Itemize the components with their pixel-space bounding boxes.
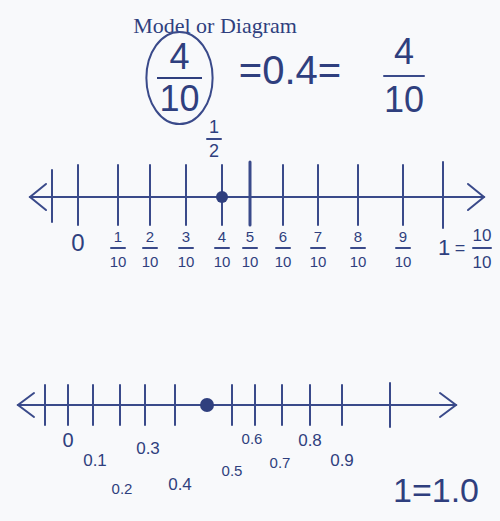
tick-label: 8	[354, 229, 362, 244]
tick-label: 0	[71, 231, 84, 255]
tick-label: 1=1.0	[393, 473, 479, 507]
tick-label: 10	[110, 254, 127, 269]
fraction-bar	[111, 247, 491, 249]
tick-label: 0.9	[330, 452, 354, 469]
arrow-head	[468, 184, 484, 210]
number-line	[30, 196, 484, 198]
tick-label: 0.4	[168, 476, 192, 493]
tick-label: 1	[114, 229, 122, 244]
tick-label: 3	[182, 229, 190, 244]
tick-label: 0.1	[83, 452, 107, 469]
fraction-bar	[384, 75, 424, 77]
fraction-term: 4	[169, 39, 189, 75]
tick-label: 0	[62, 430, 73, 450]
equation-term: 4	[394, 34, 414, 70]
tick-label: 10	[242, 254, 259, 269]
tick-label: 10	[350, 254, 367, 269]
tick-label: 10	[473, 254, 492, 271]
tick-label: 10	[275, 254, 292, 269]
tick-label: 10	[310, 254, 327, 269]
equation-term: 2	[209, 142, 219, 160]
fraction-bar	[207, 138, 221, 140]
tick-label: 0.8	[298, 432, 322, 449]
tick-label: 5	[246, 229, 254, 244]
fraction-bar	[157, 77, 201, 79]
tick-label: 10	[395, 254, 412, 269]
equation-term: 1	[209, 118, 219, 136]
equation-term: 10	[384, 82, 424, 118]
tick-label: 10	[214, 254, 231, 269]
tick-label: 0.3	[136, 440, 160, 457]
tick-marks	[52, 162, 443, 228]
point-dot	[200, 398, 214, 412]
tick-label: 10	[473, 227, 492, 244]
tick-label: 4	[218, 229, 226, 244]
tick-label: 9	[399, 229, 407, 244]
tick-marks	[45, 383, 390, 427]
tick-label: 10	[178, 254, 195, 269]
tick-label: 6	[279, 229, 287, 244]
tick-label: 10	[142, 254, 159, 269]
fraction-term: 10	[159, 81, 199, 117]
tick-label: 0.7	[270, 455, 291, 470]
tick-label: 7	[314, 229, 322, 244]
arrow-head	[30, 184, 46, 210]
equation-term: =0.4=	[239, 50, 341, 90]
tick-label: =	[455, 239, 466, 257]
circled-fraction: 410	[145, 30, 214, 126]
point-dot	[216, 191, 228, 203]
tick-label: 0.6	[242, 431, 263, 446]
tick-label: 1	[438, 237, 450, 259]
tick-label: 0.2	[112, 481, 133, 496]
arrow-head	[440, 393, 456, 417]
arrow-head	[18, 393, 34, 417]
tick-label: 0.5	[222, 463, 243, 478]
worksheet-title: Model or Diagram	[133, 15, 297, 37]
tick-label: 2	[146, 229, 154, 244]
